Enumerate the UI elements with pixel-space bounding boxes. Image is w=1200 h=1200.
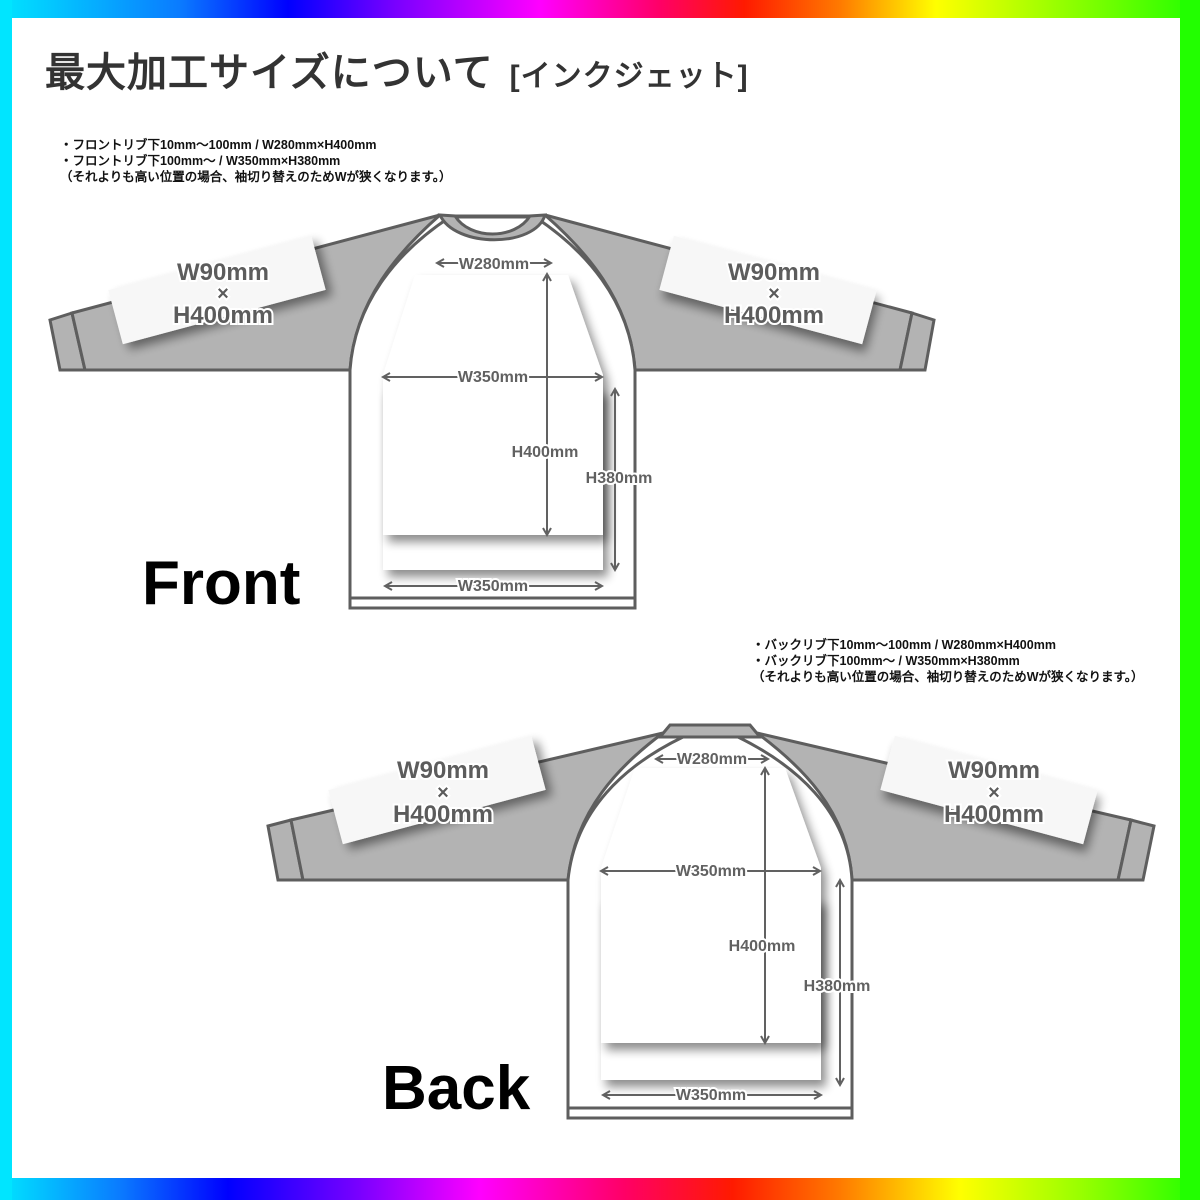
front-right-sleeve-height: H400mm [724,302,824,329]
back-left-sleeve-print-area [328,735,546,845]
back-print-area-upper [601,768,821,1043]
back-mid-width-label: W350mm [676,863,746,880]
front-note-1: ・フロントリブ下10mm〜100mm / W280mm×H400mm [60,138,377,152]
front-left-sleeve-print-area [108,235,326,345]
front-right-cuff [898,311,936,372]
front-left-sleeve-height: H400mm [173,302,273,329]
back-note-3: （それよりも高い位置の場合、袖切り替えのためWが狭くなります。） [752,670,1144,684]
front-notes: ・フロントリブ下10mm〜100mm / W280mm×H400mm ・フロント… [60,137,452,185]
front-right-sleeve-width: W90mm [728,259,820,286]
back-left-sleeve-width: W90mm [397,757,489,784]
back-bottom-width-label: W350mm [676,1087,746,1104]
front-label: Front [142,549,301,618]
frame-right [1180,0,1200,1200]
front-upper-height-label: H400mm [512,444,579,461]
front-right-sleeve-times: × [768,283,780,305]
front-note-2: ・フロントリブ下100mm〜 / W350mm×H380mm [60,154,341,168]
back-note-1: ・バックリブ下10mm〜100mm / W280mm×H400mm [752,638,1056,652]
back-note-2: ・バックリブ下100mm〜 / W350mm×H380mm [752,654,1020,668]
front-collar [437,213,548,242]
back-left-sleeve-times: × [437,782,449,804]
front-lower-height-label: H380mm [586,470,653,487]
back-upper-width-label: W280mm [677,751,747,768]
front-bottom-width-label: W350mm [458,578,528,595]
back-neck-tape [656,723,764,739]
back-right-cuff [1116,818,1156,882]
front-left-sleeve-times: × [217,283,229,305]
back-right-sleeve-times: × [988,782,1000,804]
back-notes: ・バックリブ下10mm〜100mm / W280mm×H400mm ・バックリブ… [752,637,1144,685]
back-left-sleeve-height: H400mm [393,801,493,828]
front-note-3: （それよりも高い位置の場合、袖切り替えのためWが狭くなります。） [60,170,452,184]
title-main: 最大加工サイズについて [45,51,494,95]
frame-bottom [0,1178,1200,1200]
front-mid-width-label: W350mm [458,369,528,386]
frame-left [0,0,12,1200]
back-lower-height-label: H380mm [804,978,871,995]
front-right-sleeve-print-area [659,235,877,345]
back-right-sleeve-width: W90mm [948,757,1040,784]
back-right-sleeve-print-area [880,735,1098,845]
back-right-sleeve-height: H400mm [944,801,1044,828]
back-label: Back [382,1054,531,1123]
front-upper-width-label: W280mm [459,256,529,273]
back-upper-height-label: H400mm [729,938,796,955]
page-title: 最大加工サイズについて [インクジェット] [45,40,749,98]
frame-top [0,0,1200,18]
title-subtitle: [インクジェット] [509,60,749,93]
front-left-sleeve-width: W90mm [177,259,269,286]
